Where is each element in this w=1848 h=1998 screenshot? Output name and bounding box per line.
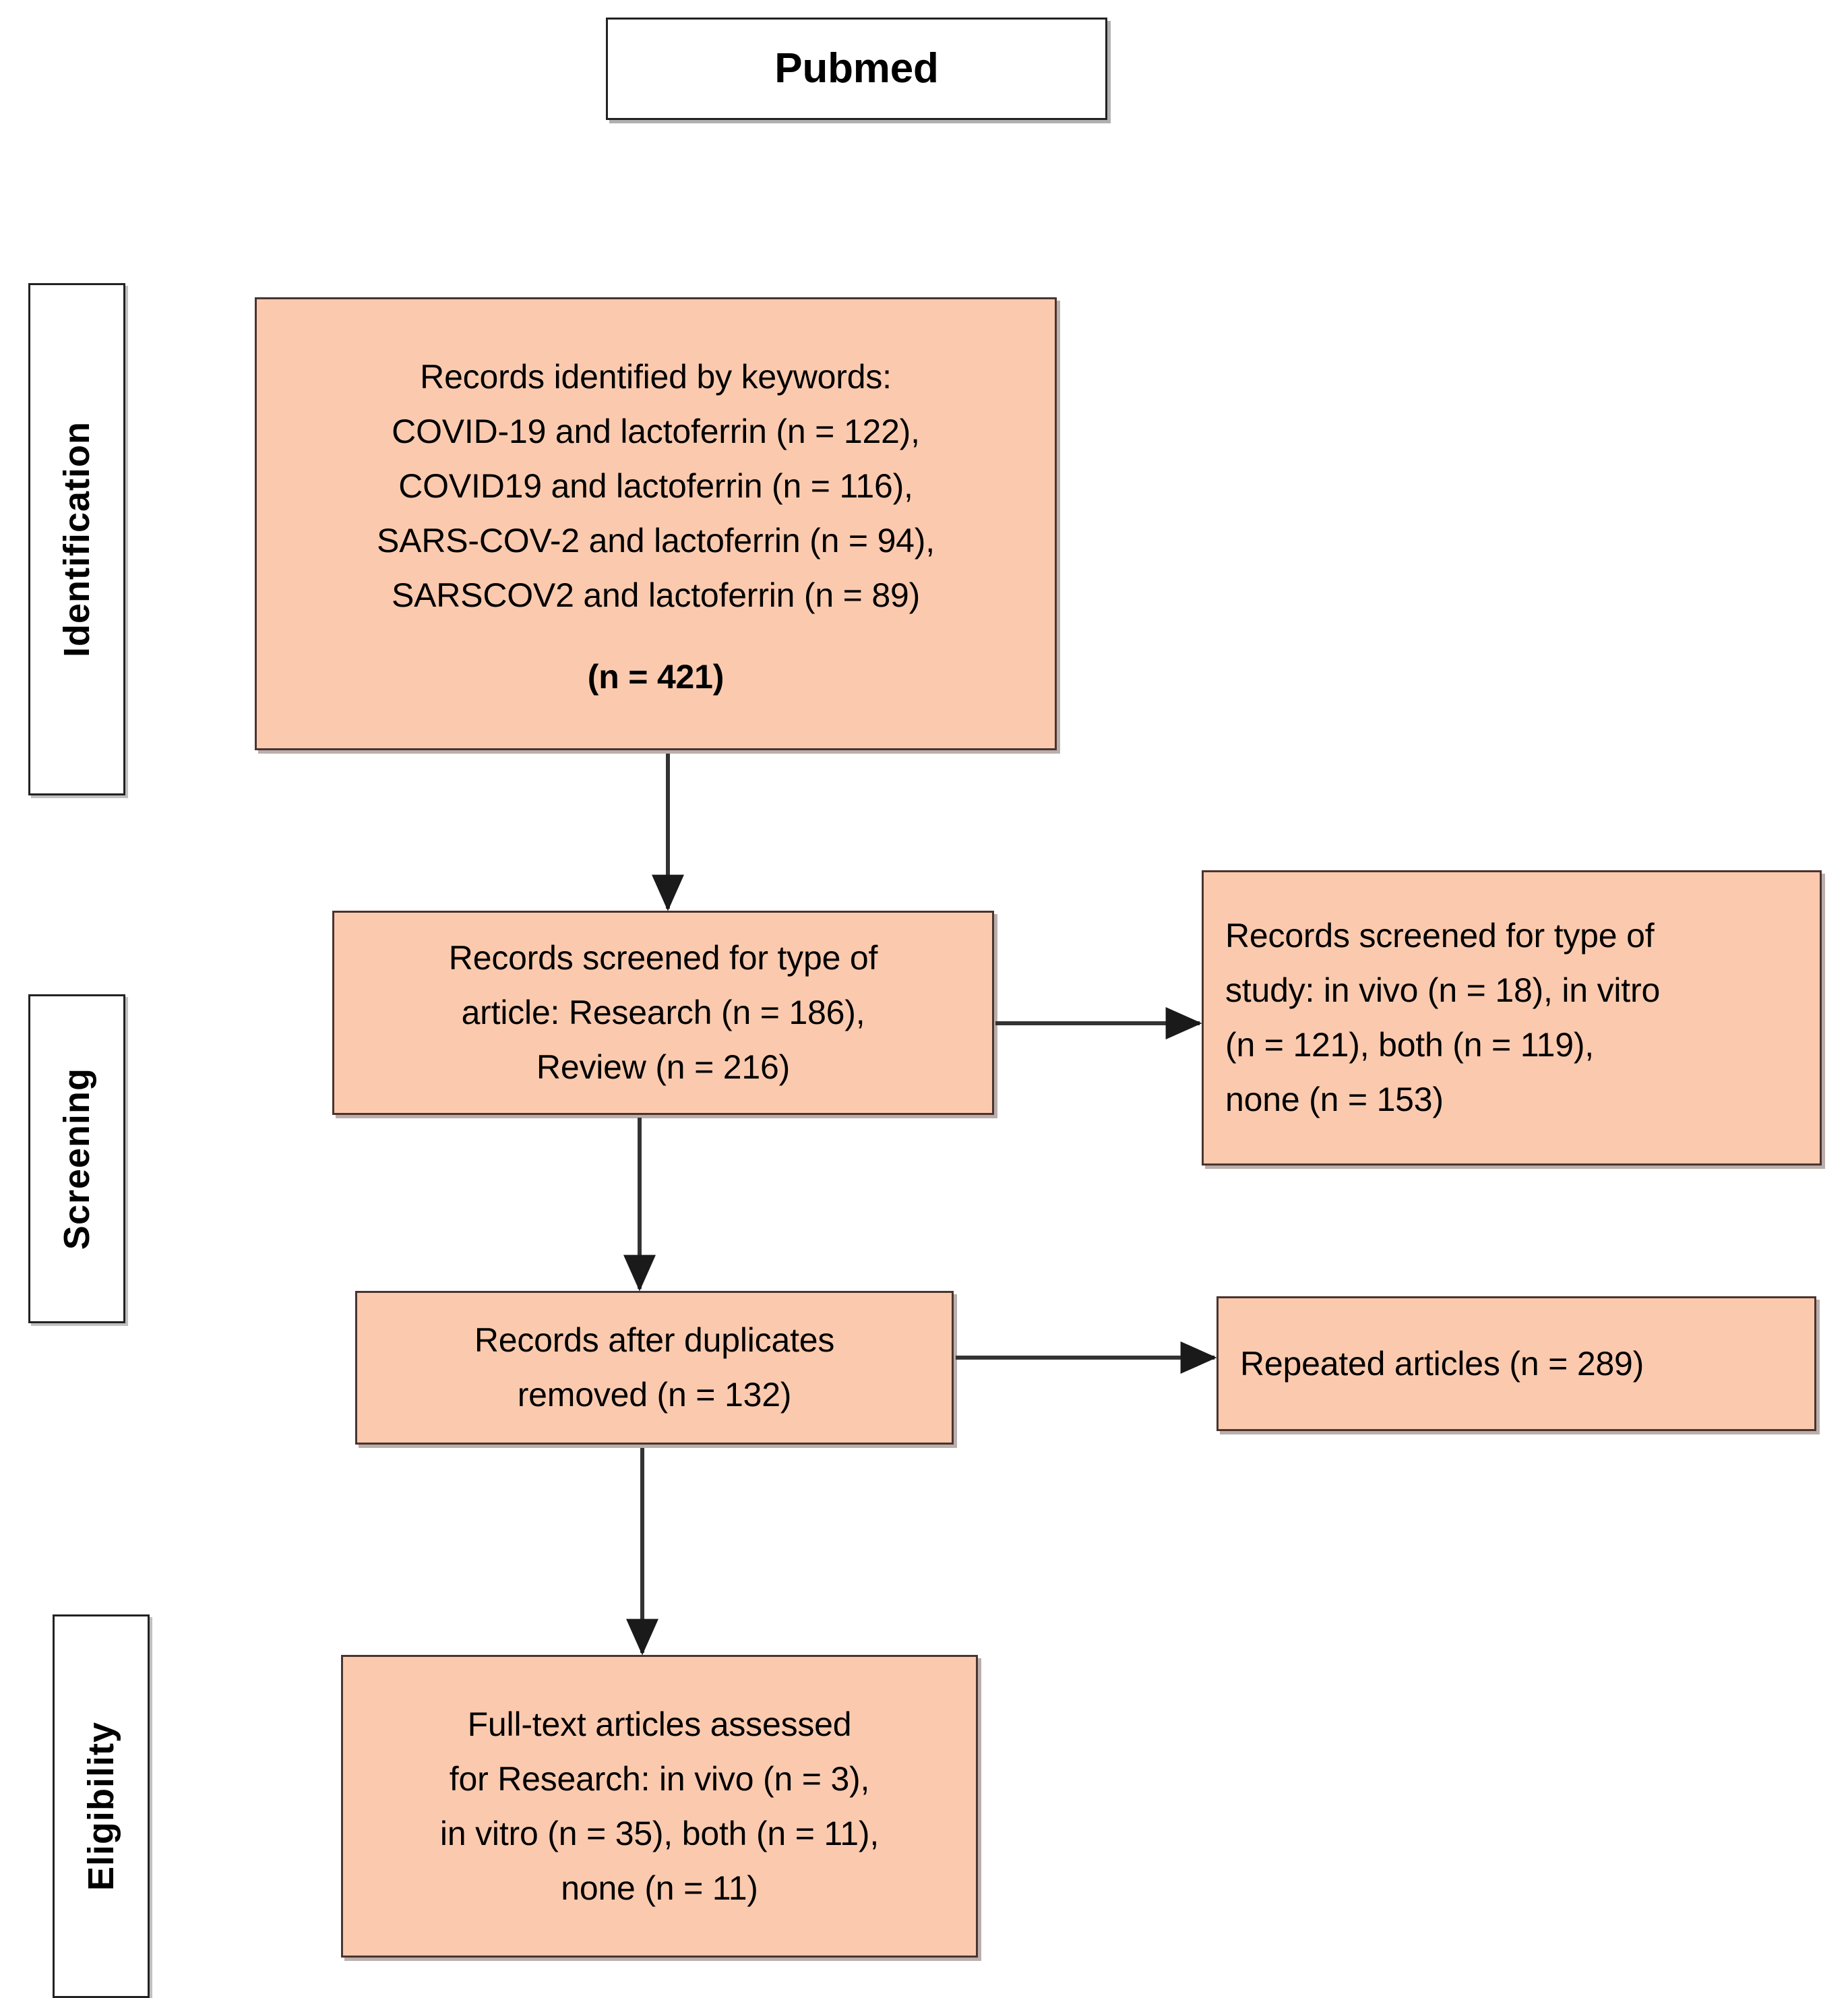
records-screened-article-box: Records screened for type of article: Re… [332, 911, 994, 1115]
records-identified-line-3: COVID19 and lactoferrin (n = 116), [398, 467, 913, 505]
stage-label-identification: Identification [28, 283, 125, 795]
records-after-duplicates-line-2: removed (n = 132) [517, 1376, 792, 1414]
records-identified-line-5: SARSCOV2 and lactoferrin (n = 89) [391, 576, 921, 614]
fulltext-assessed-box: Full-text articles assessed for Research… [341, 1655, 978, 1958]
records-identified-line-2: COVID-19 and lactoferrin (n = 122), [392, 413, 920, 450]
records-identified-line-1: Records identified by keywords: [420, 358, 892, 396]
fulltext-assessed-line-1: Full-text articles assessed [467, 1705, 852, 1743]
records-screened-article-line-3: Review (n = 216) [536, 1048, 791, 1086]
records-screened-article-line-2: article: Research (n = 186), [461, 994, 865, 1031]
repeated-articles-box: Repeated articles (n = 289) [1216, 1296, 1816, 1431]
records-screened-study-line-1: Records screened for type of [1225, 917, 1655, 955]
stage-label-eligibility: Eligibility [53, 1614, 150, 1998]
records-identified-total: (n = 421) [587, 658, 725, 696]
source-label: Pubmed [774, 44, 939, 92]
records-screened-study-line-3: (n = 121), both (n = 119), [1225, 1026, 1594, 1064]
stage-label-screening: Screening [28, 994, 125, 1323]
fulltext-assessed-line-3: in vitro (n = 35), both (n = 11), [439, 1814, 880, 1852]
records-screened-article-line-1: Records screened for type of [448, 939, 878, 977]
records-screened-study-box: Records screened for type of study: in v… [1202, 870, 1822, 1166]
fulltext-assessed-line-4: none (n = 11) [561, 1869, 758, 1907]
records-after-duplicates-line-1: Records after duplicates [474, 1321, 835, 1359]
records-screened-study-line-4: none (n = 153) [1225, 1081, 1444, 1118]
records-after-duplicates-box: Records after duplicates removed (n = 13… [355, 1291, 954, 1445]
fulltext-assessed-line-2: for Research: in vivo (n = 3), [449, 1759, 870, 1798]
records-identified-line-4: SARS-COV-2 and lactoferrin (n = 94), [377, 522, 935, 559]
records-identified-box: Records identified by keywords: COVID-19… [255, 297, 1057, 750]
source-database-box: Pubmed [606, 18, 1107, 120]
repeated-articles-line-1: Repeated articles (n = 289) [1240, 1344, 1644, 1383]
records-screened-study-line-2: study: in vivo (n = 18), in vitro [1225, 971, 1661, 1009]
